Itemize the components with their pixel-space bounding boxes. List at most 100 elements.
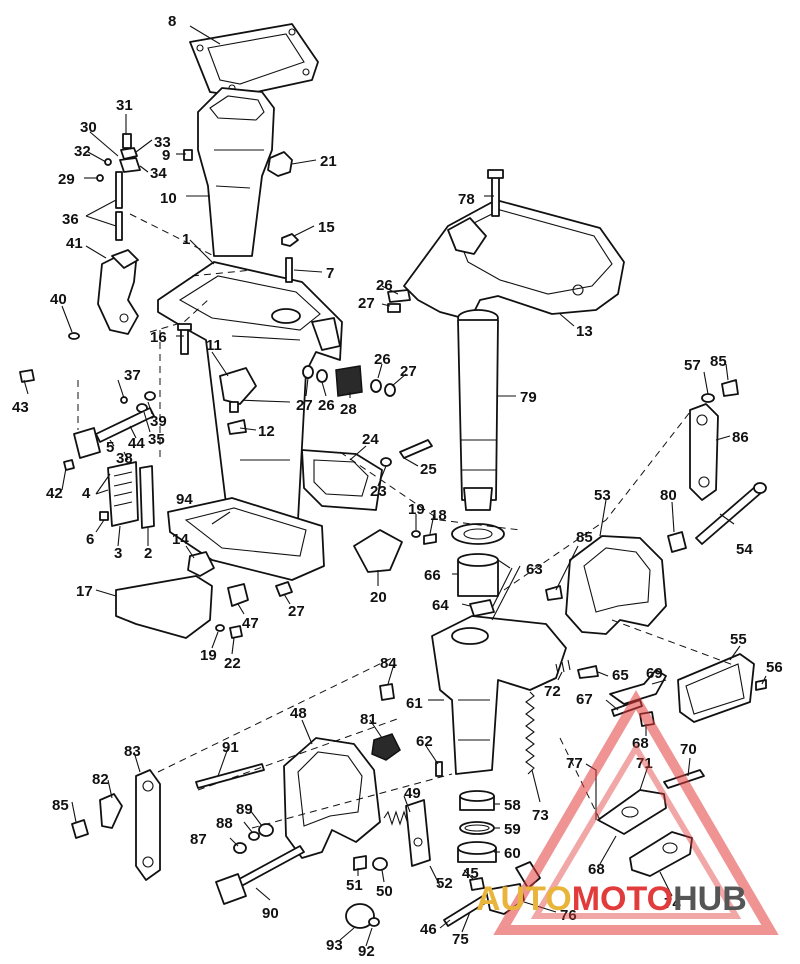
- part-13-steering-arm: [403, 199, 625, 321]
- callout-24: 24: [362, 431, 379, 448]
- callout-84: 84: [380, 655, 397, 672]
- part-11-switch: [219, 367, 257, 435]
- callout-51: 51: [346, 877, 363, 894]
- callout-12: 12: [258, 423, 275, 440]
- callout-47: 47: [242, 615, 259, 632]
- callout-78: 78: [458, 191, 475, 208]
- parts-87-88-89: [233, 823, 274, 854]
- leader-lines: [23, 25, 767, 947]
- callout-22: 22: [224, 655, 241, 672]
- part-53-clamp-bracket: [565, 535, 667, 635]
- callout-21: 21: [320, 153, 337, 170]
- callout-16: 16: [150, 329, 167, 346]
- callout-42: 42: [46, 485, 63, 502]
- part-41-bracket: [19, 249, 139, 383]
- callout-10: 10: [160, 190, 177, 207]
- callout-70: 70: [680, 741, 697, 758]
- callout-28: 28: [340, 401, 357, 418]
- callout-20: 20: [370, 589, 387, 606]
- part-62-pin: [435, 761, 443, 777]
- callout-1: 1: [182, 231, 190, 248]
- callout-64: 64: [432, 597, 449, 614]
- part-94-lower-plate: [167, 497, 325, 581]
- callout-82: 82: [92, 771, 109, 788]
- callout-63: 63: [526, 561, 543, 578]
- assembly-lines: [77, 213, 737, 829]
- callout-67: 67: [576, 691, 593, 708]
- callout-27c: 27: [296, 397, 313, 414]
- callout-38: 38: [116, 450, 133, 467]
- part-47-grommet: [215, 581, 293, 639]
- part-73-spring: [525, 691, 535, 775]
- callout-49: 49: [404, 785, 421, 802]
- parts-84-81: [371, 683, 401, 761]
- callout-26a: 26: [376, 277, 393, 294]
- callout-33: 33: [154, 134, 171, 151]
- parts-65-72: [555, 659, 599, 679]
- callout-11: 11: [206, 337, 222, 354]
- callout-29: 29: [58, 171, 75, 188]
- callout-14: 14: [172, 531, 189, 548]
- callout-37: 37: [124, 367, 141, 384]
- callout-26b: 26: [374, 351, 391, 368]
- callout-46: 46: [420, 921, 437, 938]
- callout-59: 59: [504, 821, 521, 838]
- automotohub-watermark: AUTOMOTOHUB: [476, 690, 779, 935]
- callout-85b: 85: [710, 353, 727, 370]
- callout-58: 58: [504, 797, 521, 814]
- callout-68b: 68: [588, 861, 605, 878]
- callout-39: 39: [150, 413, 167, 430]
- callout-5: 5: [106, 439, 114, 456]
- callout-71: 71: [636, 755, 653, 772]
- callout-3: 3: [114, 545, 122, 562]
- callout-85c: 85: [52, 797, 69, 814]
- callout-27a: 27: [358, 295, 375, 312]
- part-54-tilt-rod: [695, 482, 767, 545]
- callout-9: 9: [162, 147, 170, 164]
- callout-27b: 27: [400, 363, 417, 380]
- callout-65: 65: [612, 667, 629, 684]
- callout-76: 76: [560, 907, 577, 924]
- callout-69: 69: [646, 665, 663, 682]
- callout-56: 56: [766, 659, 783, 676]
- part-48-stern-bracket: [283, 737, 381, 859]
- parts-50-51: [353, 855, 388, 871]
- part-10-exhaust-housing: [197, 87, 275, 257]
- part-80-clip: [545, 531, 687, 601]
- part-28-rubber-mount: [302, 365, 396, 397]
- part-90-rod: [215, 845, 305, 905]
- callout-87: 87: [190, 831, 207, 848]
- callout-18: 18: [430, 507, 447, 524]
- parts-58-59-60: [457, 790, 497, 863]
- callout-62: 62: [416, 733, 433, 750]
- part-79-steering-shaft: [457, 309, 499, 511]
- part-15-nut-7-stud: [281, 233, 299, 283]
- part-8-gasket: [189, 23, 319, 97]
- callout-85a: 85: [576, 529, 593, 546]
- callout-68a: 68: [632, 735, 649, 752]
- callout-74: 74: [664, 895, 681, 912]
- callout-41: 41: [66, 235, 83, 252]
- part-24-mount-bracket: [301, 449, 383, 511]
- callout-32: 32: [74, 143, 91, 160]
- callout-19a: 19: [408, 501, 425, 518]
- callout-43: 43: [12, 399, 29, 416]
- callout-13: 13: [576, 323, 593, 340]
- part-3-shift-block: [63, 459, 155, 529]
- callout-53: 53: [594, 487, 611, 504]
- callout-75: 75: [452, 931, 469, 948]
- callout-66: 66: [424, 567, 441, 584]
- callout-94: 94: [176, 491, 193, 508]
- callout-17: 17: [76, 583, 93, 600]
- callout-44: 44: [128, 435, 145, 452]
- callout-40: 40: [50, 291, 67, 308]
- callout-23: 23: [370, 483, 387, 500]
- shift-linkage-parts: [73, 391, 156, 459]
- callout-31: 31: [116, 97, 133, 114]
- callout-92: 92: [358, 943, 375, 960]
- callout-19b: 19: [200, 647, 217, 664]
- parts-92-93: [345, 903, 380, 929]
- callout-80: 80: [660, 487, 677, 504]
- small-hardware-upper-left: [96, 133, 193, 182]
